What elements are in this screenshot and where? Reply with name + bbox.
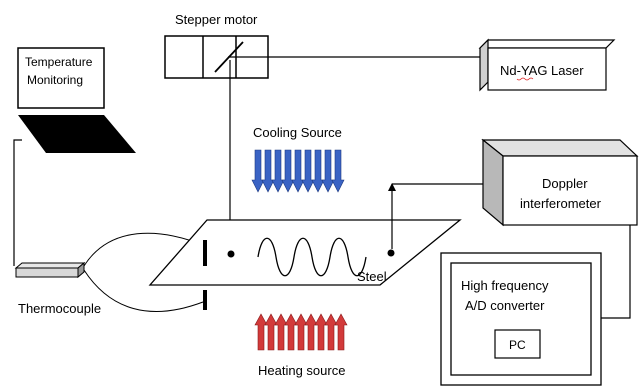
- thermocouple: [14, 261, 86, 279]
- monitor-wire: [13, 139, 22, 266]
- steel-label: Steel: [357, 269, 387, 284]
- thermocouple-wire-top: [83, 232, 204, 267]
- cooling-source-label: Cooling Source: [253, 125, 342, 140]
- laser-spot: [227, 250, 235, 258]
- cooling-arrows: [251, 149, 345, 193]
- spellcheck-underline: [516, 77, 534, 81]
- converter-label-line1: High frequency: [461, 278, 549, 293]
- temperature-label-line2: Monitoring: [27, 73, 83, 87]
- doppler-interferometer: Doppler interferometer: [481, 138, 639, 227]
- detection-spot: [387, 249, 395, 257]
- pc-label: PC: [509, 338, 526, 352]
- heating-source-label: Heating source: [258, 363, 345, 378]
- signal-wire: [597, 225, 631, 319]
- nd-yag-laser: Nd-YAG Laser: [478, 38, 616, 92]
- temperature-label-line1: Temperature: [25, 55, 93, 69]
- heating-arrows: [254, 313, 348, 351]
- laptop-keyboard: [18, 115, 136, 153]
- thermocouple-wire-bottom: [83, 269, 204, 312]
- clamp-top: [203, 240, 207, 266]
- laptop-icon: Temperature Monitoring: [17, 47, 136, 153]
- pc-box: [494, 329, 541, 359]
- doppler-label-line2: interferometer: [520, 196, 602, 211]
- laser-label: Nd-YAG Laser: [500, 63, 584, 78]
- laptop-screen: [17, 47, 105, 109]
- steel-plate: [148, 219, 462, 286]
- clamp-bottom: [203, 290, 207, 310]
- thermocouple-label: Thermocouple: [18, 301, 101, 316]
- doppler-label-line1: Doppler: [542, 176, 588, 191]
- stepper-motor-label: Stepper motor: [175, 12, 258, 27]
- surface-wave: [257, 237, 367, 277]
- converter-label-line2: A/D converter: [465, 298, 545, 313]
